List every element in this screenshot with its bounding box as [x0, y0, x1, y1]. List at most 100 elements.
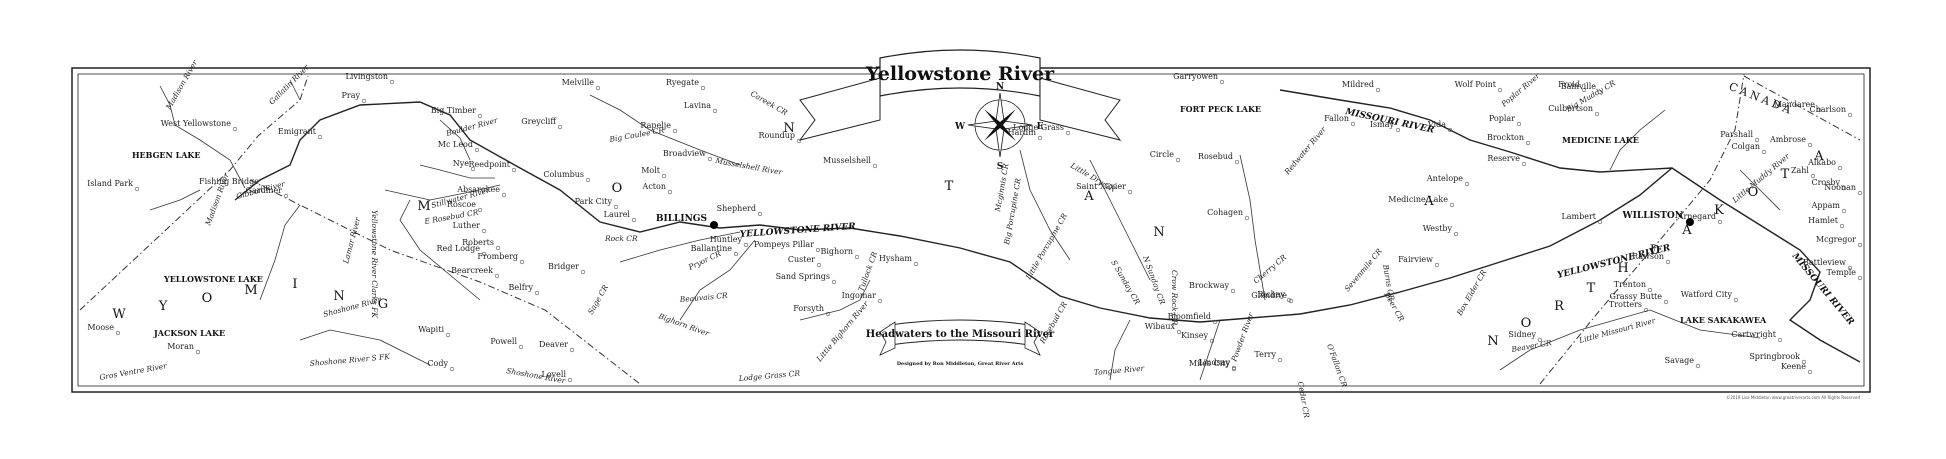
town-label: Custer — [788, 255, 815, 264]
state-letter: K — [1714, 203, 1726, 218]
river-label: Lamar River — [341, 216, 362, 265]
title-banner-ribbon-right — [1039, 77, 1122, 141]
town-marker — [389, 79, 395, 85]
lake-label: HEBGEN LAKE — [132, 150, 200, 160]
lake-label: LAKE SAKAKAWEA — [1680, 315, 1767, 325]
town-marker — [1663, 299, 1669, 305]
town-label: Battleview — [1803, 258, 1846, 267]
town-label: Reedpoint — [469, 160, 511, 169]
town-label: Bainville — [1561, 82, 1597, 91]
compass-west: W — [954, 122, 966, 132]
town-label: Savage — [1665, 356, 1695, 365]
tributary — [1199, 319, 1221, 381]
city-marker — [1686, 218, 1694, 226]
state-letter: T — [945, 179, 956, 194]
town-label: Wapiti — [418, 325, 444, 334]
town-label: Island Park — [87, 179, 133, 188]
town-label: Ingomar — [842, 291, 877, 300]
town-marker — [134, 186, 140, 192]
state-letter: N — [1153, 225, 1166, 240]
town-label: Watford City — [1681, 290, 1733, 299]
river-label: Sevenmile CR — [1343, 246, 1384, 293]
town-label: Cartwright — [1731, 330, 1776, 339]
town-marker — [445, 332, 451, 338]
town-marker — [283, 193, 289, 199]
town-marker — [1857, 190, 1863, 196]
town-marker — [477, 113, 483, 119]
town-label: Wolf Point — [1455, 80, 1497, 89]
town-marker — [1350, 121, 1356, 127]
town-label: Pompeys Pillar — [754, 240, 814, 249]
town-marker — [1234, 159, 1240, 165]
state-letter: I — [292, 277, 299, 292]
tributary — [1239, 154, 1266, 301]
city-label: WILLISTON — [1622, 211, 1683, 221]
town-marker — [631, 217, 637, 223]
town-marker — [1288, 298, 1294, 304]
town-marker — [825, 311, 831, 317]
tributary — [384, 184, 501, 201]
map-subtitle: Headwaters to the Missouri River — [866, 329, 1055, 340]
town-marker — [1286, 297, 1292, 303]
town-marker — [361, 98, 367, 104]
town-label: Alkabo — [1807, 158, 1836, 167]
town-marker — [195, 349, 201, 355]
tributary — [149, 189, 201, 211]
lake-label: JACKSON LAKE — [153, 328, 225, 338]
state-letter: G — [378, 297, 390, 312]
town-label: Noonan — [1824, 183, 1856, 192]
town-label: Bearcreek — [451, 266, 493, 275]
tributary — [619, 231, 741, 263]
town-marker — [1209, 338, 1215, 344]
state-letter: D — [1650, 243, 1662, 258]
town-label: Poplar — [1489, 114, 1515, 123]
town-label: Deaver — [539, 340, 568, 349]
town-marker — [481, 228, 487, 234]
town-label: Ballantine — [691, 244, 733, 253]
town-label: Columbus — [543, 170, 584, 179]
tributary — [799, 279, 871, 321]
river-label: Crow Rock CR — [1170, 270, 1179, 326]
compass-rose: N S E W — [954, 82, 1044, 172]
town-marker — [1837, 165, 1843, 171]
tributary — [159, 85, 246, 189]
copyright: ©2019 Lisa Middleton www.greatriverarts.… — [1726, 395, 1860, 400]
town-marker — [1230, 288, 1236, 294]
tributary — [259, 204, 301, 301]
town-marker — [661, 173, 667, 179]
town-label: Hysham — [879, 254, 913, 263]
title-banner-ribbon-left — [798, 77, 881, 141]
tributary — [1019, 149, 1071, 261]
river-label: Cherry CR — [1252, 253, 1289, 286]
town-label: Lindsay — [1198, 358, 1230, 367]
town-label: Trotters — [1609, 300, 1642, 309]
river-label: Gros Ventre River — [99, 361, 168, 382]
town-label: Livingston — [345, 72, 388, 81]
town-marker — [1807, 369, 1813, 375]
tributary — [419, 164, 495, 179]
town-marker — [667, 189, 673, 195]
tributary — [589, 94, 741, 166]
town-label: Bloomfield — [1168, 312, 1211, 321]
town-label: Brockway — [1189, 281, 1229, 290]
town-marker — [1231, 366, 1237, 372]
city-marker — [710, 221, 718, 229]
town-marker — [585, 177, 591, 183]
town-marker — [1801, 359, 1807, 365]
map-title: Yellowstone River — [865, 63, 1055, 85]
tributary — [1089, 159, 1151, 281]
city-label: BILLINGS — [656, 214, 707, 224]
state-letter: M — [244, 283, 259, 298]
town-label: Froid — [1558, 80, 1580, 89]
town-label: Moran — [167, 342, 194, 351]
town-label: Broadview — [663, 149, 706, 158]
town-marker — [595, 85, 601, 91]
town-marker — [796, 138, 802, 144]
town-marker — [567, 377, 573, 383]
town-label: Emigrant — [278, 127, 317, 136]
river-label: N Sunday CR — [1141, 254, 1167, 306]
town-label: Laurel — [604, 210, 631, 219]
tributary — [289, 79, 301, 101]
town-label: Mc Leod — [438, 140, 473, 149]
